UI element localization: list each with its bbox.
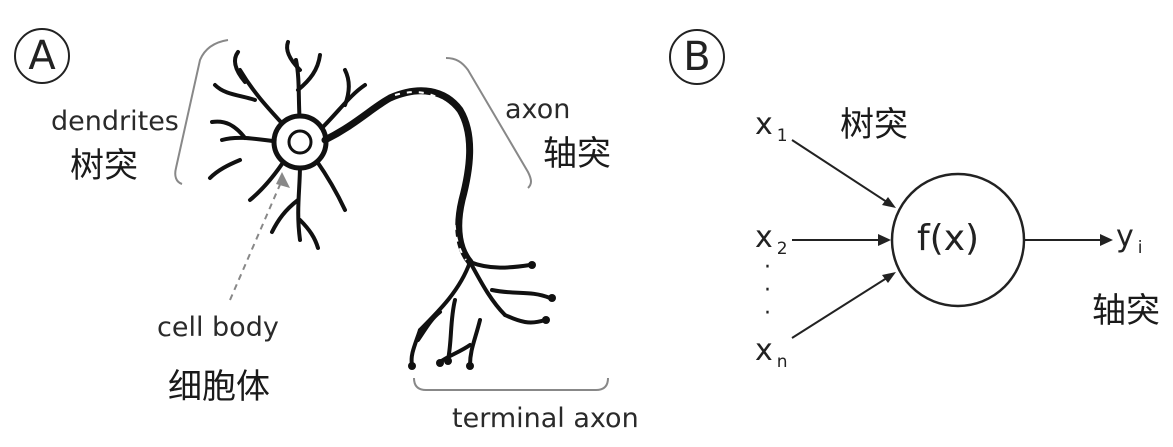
- axon-label: axon: [505, 94, 571, 125]
- nucleus: [287, 129, 313, 155]
- cell-body-label: cell body: [157, 312, 279, 343]
- panel-b-badge: B: [669, 29, 725, 85]
- terminal-axon: [409, 260, 552, 367]
- axon: [321, 87, 474, 266]
- cell-body-pointer-head: [276, 172, 290, 188]
- arrowhead-output: [1100, 234, 1113, 246]
- edge-xn: [791, 273, 894, 339]
- input-dot-3: ·: [764, 301, 771, 326]
- dendrites-label: dendrites: [51, 106, 179, 137]
- dendrites-label-zh: 树突: [70, 146, 138, 186]
- panel-a-badge: A: [14, 28, 70, 84]
- cell-body-pointer: [229, 179, 283, 301]
- input-dot-2: ·: [764, 278, 771, 303]
- terminal-axon-label: terminal axon: [452, 403, 639, 434]
- axon-label-zh: 轴突: [543, 134, 611, 174]
- axon-bracket: [445, 57, 532, 189]
- terminal-axon-bracket: [413, 377, 609, 391]
- axon-terminals: [408, 261, 556, 370]
- arrowhead-x2: [878, 234, 891, 246]
- arrowhead-x1: [882, 197, 896, 208]
- dendrites-label-b: 树突: [840, 105, 908, 145]
- perceptron-graph: [791, 139, 1105, 339]
- arrowhead-xn: [882, 272, 896, 283]
- function-label: f(x): [917, 218, 980, 259]
- axon-label-b: 轴突: [1092, 291, 1160, 331]
- edge-x1: [791, 139, 894, 207]
- input-dot-1: ·: [764, 255, 771, 280]
- dendrites-bracket: [174, 39, 229, 185]
- cell-body-label-zh: 细胞体: [168, 367, 270, 407]
